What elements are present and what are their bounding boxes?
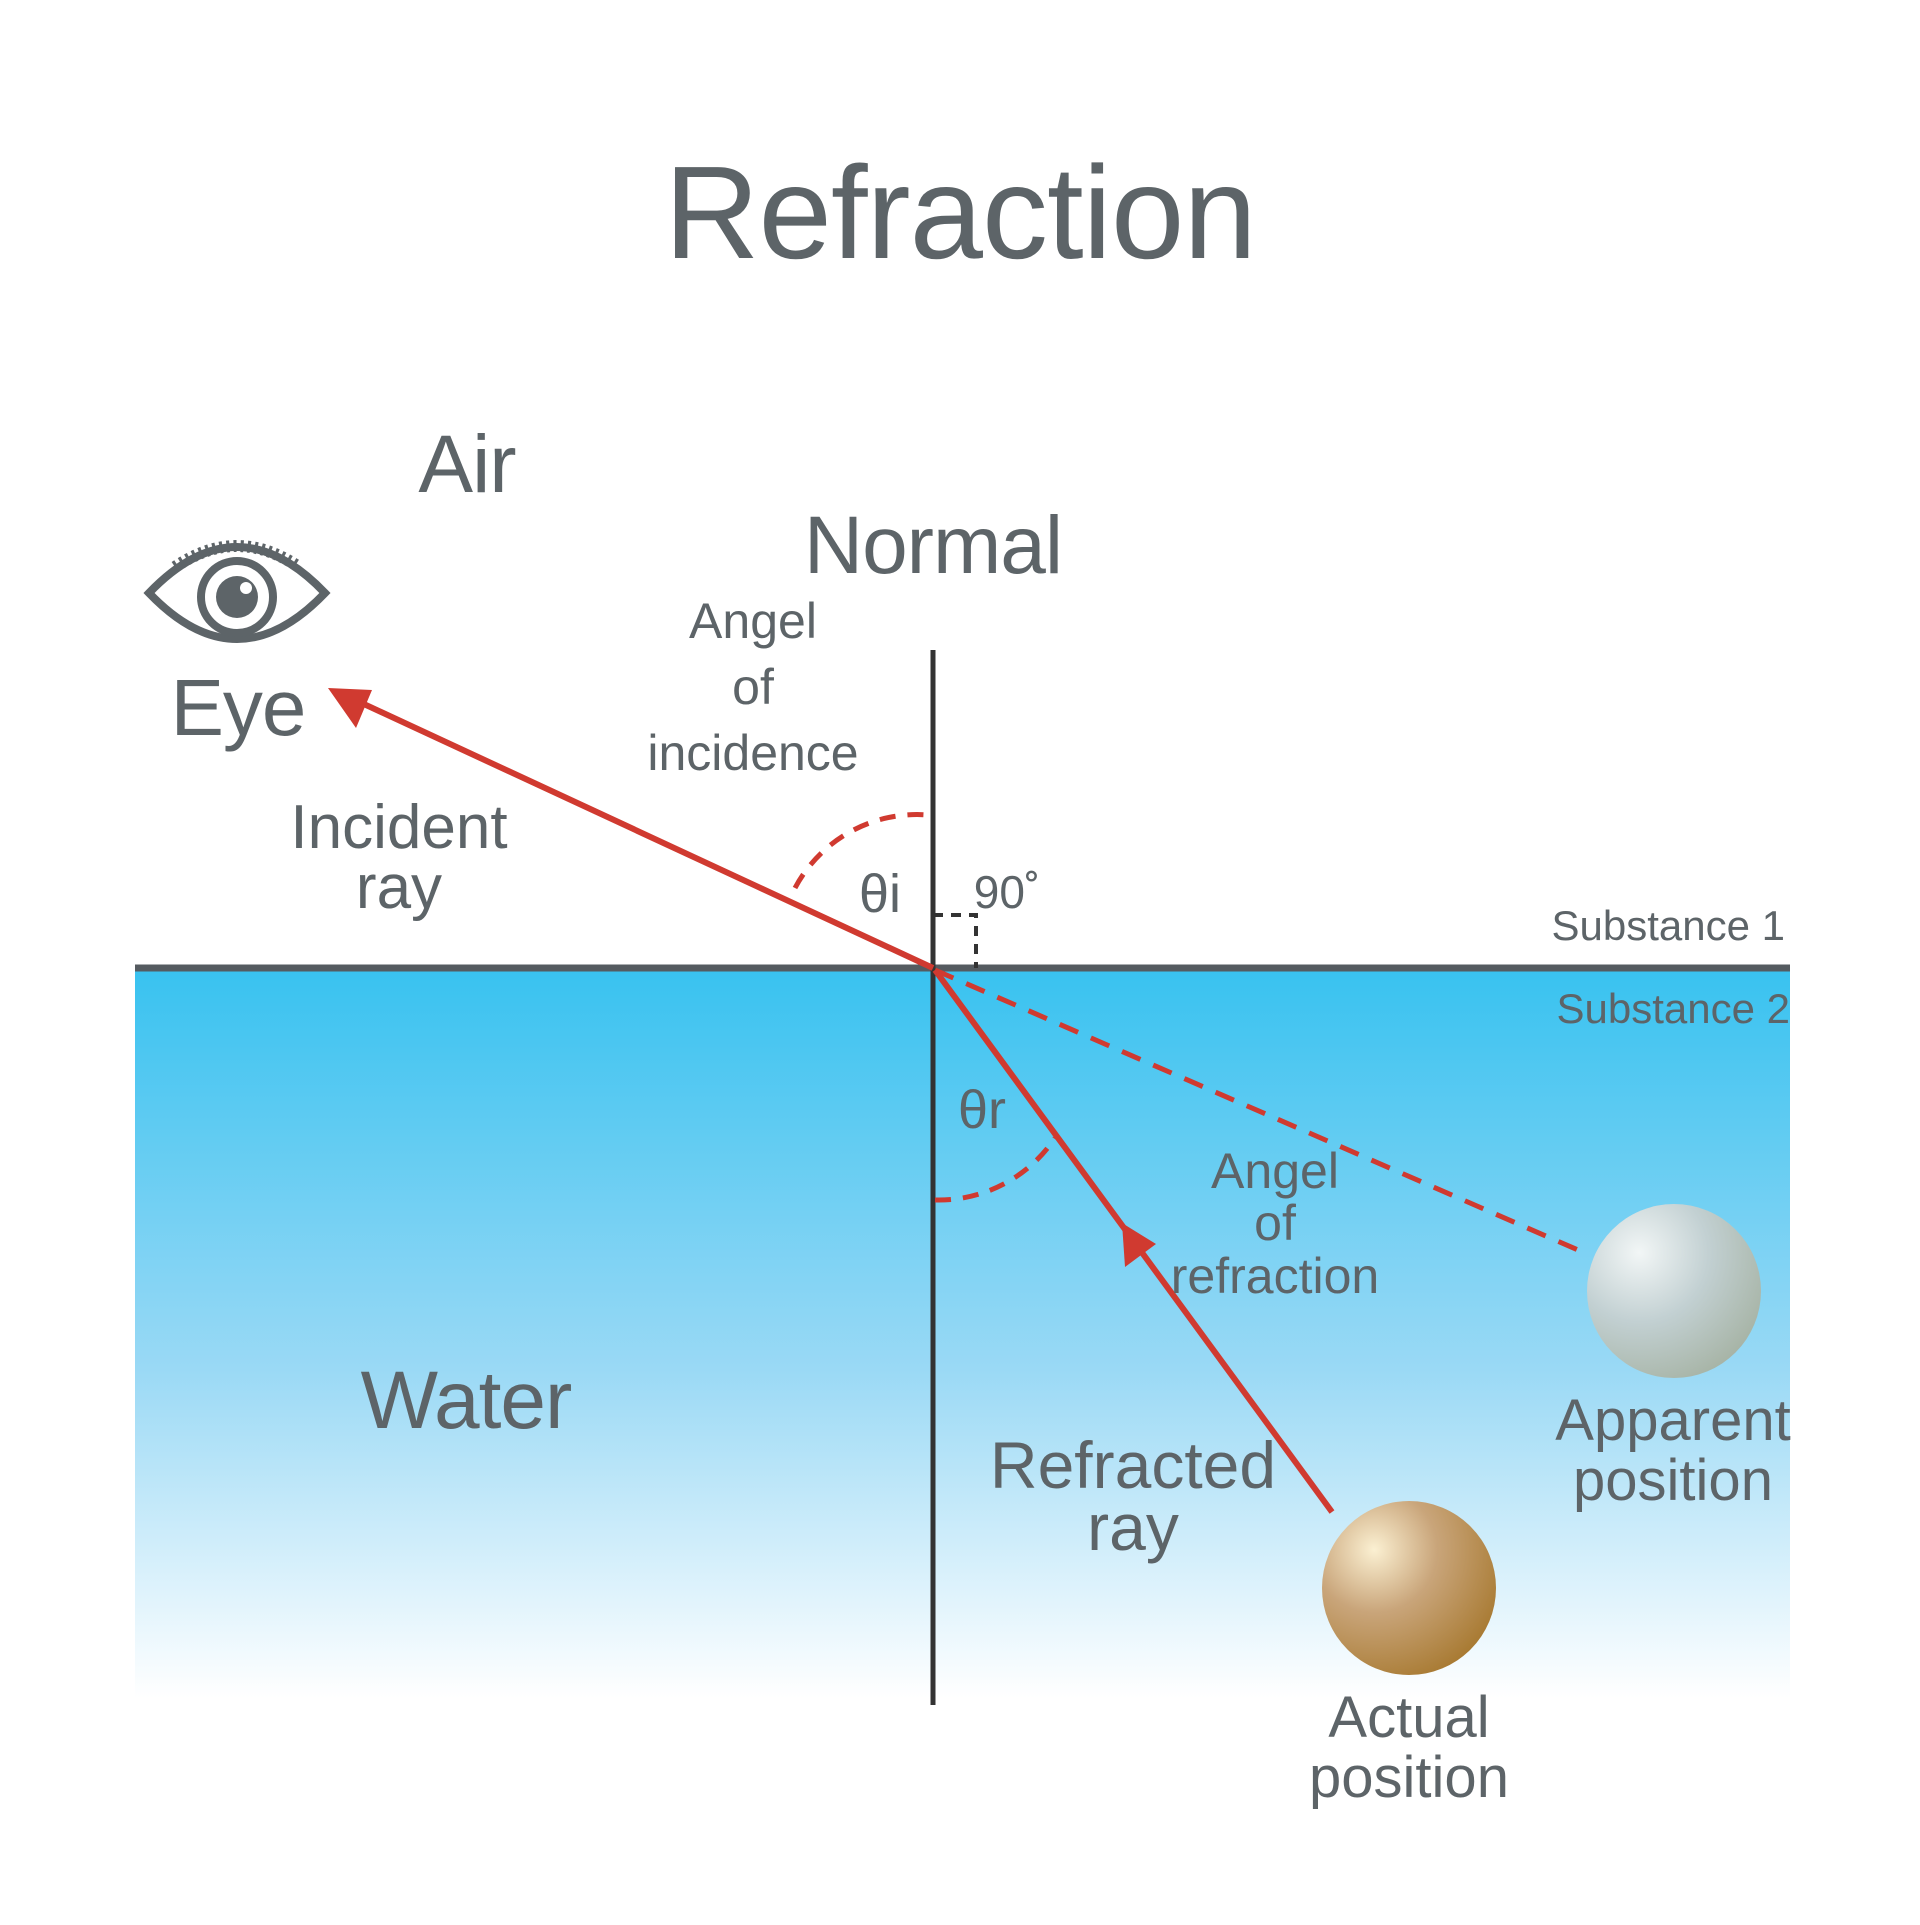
- substance-2-label: Substance 2: [1556, 985, 1790, 1032]
- refracted-ray-line-1: Refracted: [990, 1428, 1276, 1502]
- actual-position-ball: [1322, 1501, 1496, 1675]
- angle-refraction-label: Angel of refraction: [1171, 1143, 1379, 1304]
- apparent-ray-extension: [934, 967, 1579, 1253]
- eye-label: Eye: [171, 663, 306, 752]
- actual-position-label: Actual position: [1309, 1685, 1509, 1810]
- right-angle-marker: [933, 913, 978, 968]
- incident-ray: [336, 689, 935, 971]
- apparent-position-ball: [1587, 1204, 1761, 1378]
- incident-ray-label: Incident ray: [290, 793, 507, 922]
- incident-ray-line-1: Incident: [290, 793, 507, 862]
- angle-incidence-arc: [792, 812, 929, 890]
- actual-position-line-1: Actual: [1328, 1685, 1489, 1750]
- angle-refraction-line-1: Angel: [1211, 1143, 1339, 1199]
- apparent-position-line-1: Apparent: [1555, 1388, 1790, 1453]
- angle-refraction-line-2: of: [1254, 1195, 1296, 1251]
- right-angle-label: 90˚: [974, 866, 1040, 918]
- substance-1-label: Substance 1: [1551, 902, 1785, 949]
- theta-r-label: θr: [958, 1080, 1006, 1140]
- actual-position-line-2: position: [1309, 1745, 1509, 1810]
- normal-label: Normal: [804, 500, 1062, 591]
- refracted-ray-arrowhead: [1122, 1223, 1156, 1267]
- eye-icon: [143, 540, 331, 643]
- apparent-position-line-2: position: [1573, 1448, 1773, 1513]
- refracted-ray-line-2: ray: [1087, 1490, 1179, 1564]
- angle-incidence-line-1: Angel: [689, 593, 817, 649]
- angle-incidence-label: Angel of incidence: [647, 593, 858, 781]
- air-label: Air: [418, 419, 515, 510]
- incident-ray-arrowhead: [328, 688, 372, 728]
- water-region: [135, 968, 1790, 1698]
- theta-i-label: θi: [859, 864, 901, 924]
- refracted-ray-label: Refracted ray: [990, 1428, 1276, 1564]
- angle-incidence-line-2: of: [732, 659, 774, 715]
- angle-incidence-line-3: incidence: [647, 725, 858, 781]
- angle-refraction-arc: [934, 1136, 1058, 1203]
- page-title: Refraction: [664, 139, 1256, 286]
- incident-ray-line-2: ray: [356, 853, 442, 922]
- angle-refraction-line-3: refraction: [1171, 1248, 1379, 1304]
- apparent-position-label: Apparent position: [1555, 1388, 1790, 1513]
- water-label: Water: [361, 1355, 572, 1446]
